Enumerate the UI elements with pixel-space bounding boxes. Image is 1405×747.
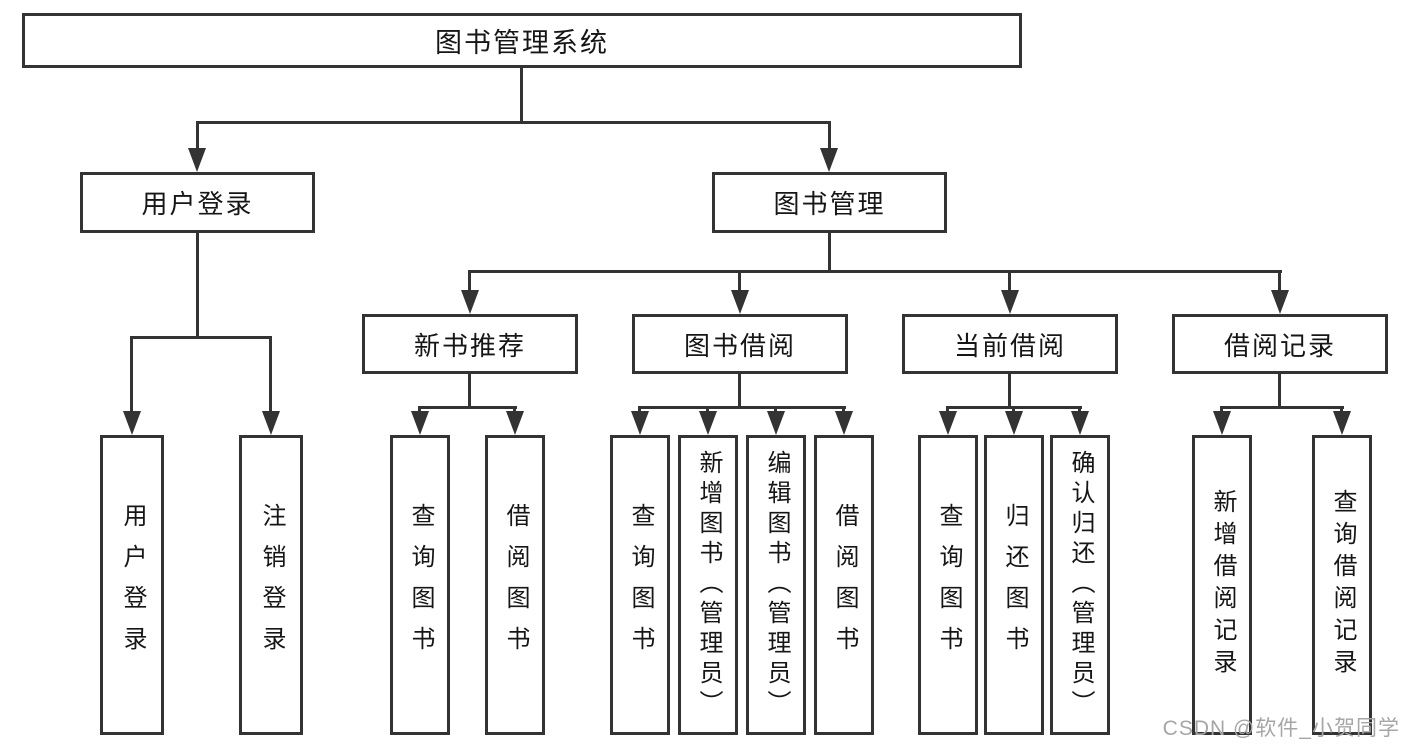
- node-borrow-records: 借阅记录: [1172, 314, 1388, 374]
- leaf-edit-books-admin: 编辑图书（管理员）: [746, 435, 806, 735]
- watermark: CSDN @软件_小贺同学: [1162, 717, 1400, 740]
- leaf-label: 查询借阅记录: [1329, 489, 1356, 681]
- connector-borrow-records-trunk: [1278, 374, 1281, 409]
- leaf-return-books: 归还图书: [984, 435, 1044, 735]
- connector-user-login-split: [130, 336, 272, 339]
- connector-stub-leaf-login: [130, 336, 133, 412]
- connector-stub: [1340, 406, 1343, 414]
- leaf-label: 注销登录: [258, 503, 285, 667]
- leaf-recommend-borrow-books: 借阅图书: [485, 435, 545, 735]
- connector-root-trunk: [520, 66, 523, 123]
- connector-stub: [946, 406, 949, 414]
- leaf-current-query-books: 查询图书: [918, 435, 978, 735]
- leaf-label: 新增借阅记录: [1209, 489, 1236, 681]
- arrow-down-icon: [188, 148, 206, 172]
- leaf-label: 借阅图书: [831, 503, 858, 667]
- leaf-label: 查询图书: [935, 503, 962, 667]
- node-library-system: 图书管理系统: [22, 13, 1022, 68]
- arrow-down-icon: [699, 411, 717, 435]
- leaf-add-books-admin: 新增图书（管理员）: [678, 435, 738, 735]
- leaf-recommend-query-books: 查询图书: [390, 435, 450, 735]
- leaf-label: 归还图书: [1001, 503, 1028, 667]
- arrow-down-icon: [1333, 411, 1351, 435]
- connector-level1-split: [196, 121, 831, 124]
- connector-stub: [706, 406, 709, 414]
- arrow-down-icon: [1071, 411, 1089, 435]
- connector-level2-split: [468, 270, 1282, 273]
- arrow-down-icon: [939, 411, 957, 435]
- connector-stub-borrow-records: [1278, 270, 1281, 292]
- connector-stub: [1078, 406, 1081, 414]
- connector-stub: [1012, 406, 1015, 414]
- node-user-login: 用户登录: [80, 172, 315, 233]
- connector-stub: [842, 406, 845, 414]
- connector-book-borrow-trunk: [738, 374, 741, 409]
- connector-stub: [1220, 406, 1223, 414]
- connector-book-borrow-split: [638, 406, 846, 409]
- connector-stub-current-borrow: [1008, 270, 1011, 292]
- arrow-down-icon: [731, 290, 749, 314]
- connector-stub-new-book: [468, 270, 471, 292]
- node-book-management: 图书管理: [712, 172, 947, 233]
- leaf-label: 查询图书: [407, 503, 434, 667]
- leaf-label: 查询图书: [627, 503, 654, 667]
- connector-stub: [513, 406, 516, 414]
- arrow-down-icon: [1001, 290, 1019, 314]
- connector-stub: [638, 406, 641, 414]
- node-book-borrow: 图书借阅: [632, 314, 848, 374]
- connector-stub-book-borrow: [738, 270, 741, 292]
- node-new-book-recommend: 新书推荐: [362, 314, 578, 374]
- arrow-down-icon: [835, 411, 853, 435]
- connector-new-book-trunk: [468, 374, 471, 409]
- leaf-add-borrow-record: 新增借阅记录: [1192, 435, 1252, 735]
- connector-user-login-trunk: [196, 233, 199, 339]
- leaf-user-login: 用户登录: [100, 435, 164, 735]
- arrow-down-icon: [631, 411, 649, 435]
- connector-current-borrow-trunk: [1008, 374, 1011, 409]
- arrow-down-icon: [1213, 411, 1231, 435]
- leaf-logout-login: 注销登录: [239, 435, 303, 735]
- connector-stub: [774, 406, 777, 414]
- connector-stub: [418, 406, 421, 414]
- arrow-down-icon: [461, 290, 479, 314]
- node-current-borrow: 当前借阅: [902, 314, 1118, 374]
- connector-new-book-split: [418, 406, 517, 409]
- leaf-query-borrow-record: 查询借阅记录: [1312, 435, 1372, 735]
- arrow-down-icon: [411, 411, 429, 435]
- connector-stub-user-login: [196, 121, 199, 148]
- leaf-label: 借阅图书: [502, 503, 529, 667]
- connector-borrow-records-split: [1220, 406, 1344, 409]
- leaf-borrow-books: 借阅图书: [814, 435, 874, 735]
- connector-stub-book-management: [828, 121, 831, 148]
- leaf-label: 新增图书（管理员）: [695, 450, 722, 720]
- leaf-confirm-return-admin: 确认归还（管理员）: [1050, 435, 1110, 735]
- leaf-label: 用户登录: [119, 503, 146, 667]
- arrow-down-icon: [1005, 411, 1023, 435]
- leaf-label: 编辑图书（管理员）: [763, 450, 790, 720]
- arrow-down-icon: [820, 148, 838, 172]
- arrow-down-icon: [262, 411, 280, 435]
- connector-stub-leaf-logout: [269, 336, 272, 412]
- connector-book-management-trunk: [828, 233, 831, 272]
- arrow-down-icon: [1271, 290, 1289, 314]
- leaf-label: 确认归还（管理员）: [1067, 450, 1094, 720]
- arrow-down-icon: [123, 411, 141, 435]
- arrow-down-icon: [506, 411, 524, 435]
- leaf-borrow-query-books: 查询图书: [610, 435, 670, 735]
- arrow-down-icon: [767, 411, 785, 435]
